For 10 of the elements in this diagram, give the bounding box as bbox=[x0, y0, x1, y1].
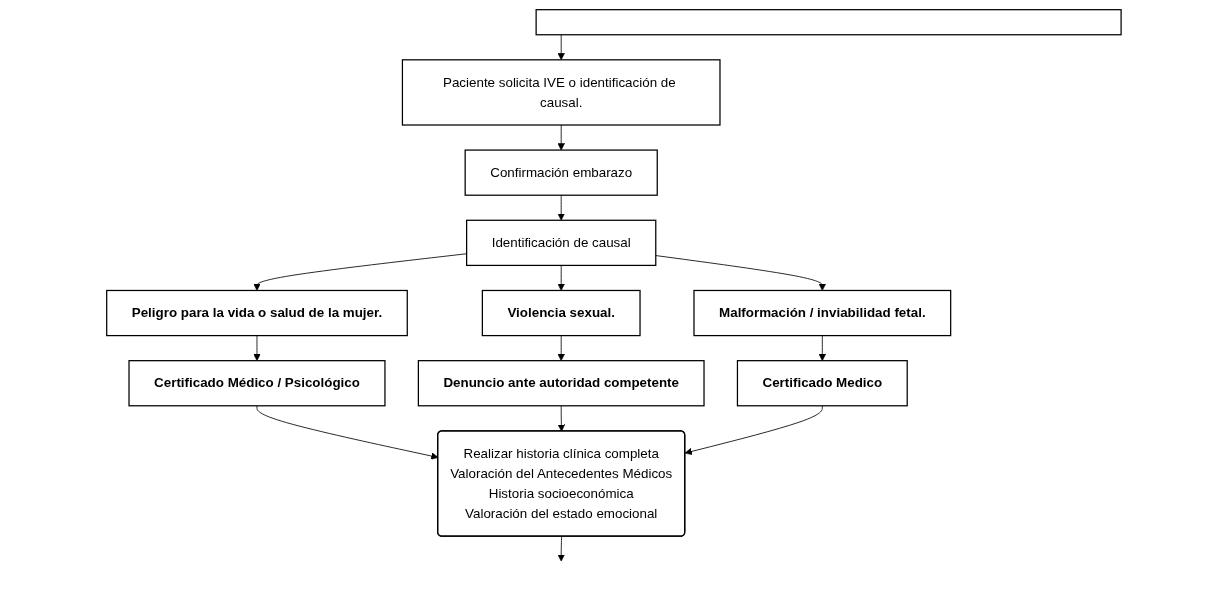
node-box: Identificación de causal bbox=[466, 219, 657, 266]
node-box: Malformación / inviabilidad fetal. bbox=[693, 289, 952, 336]
node-box: Certificado Medico bbox=[736, 359, 908, 406]
node-box: Paciente solicita IVE o identificación de causal. bbox=[401, 58, 721, 126]
node-box: Certificado Médico / Psicológico bbox=[128, 359, 386, 406]
node-box: Denuncio ante autoridad competente bbox=[417, 359, 705, 406]
node-box: Violencia sexual. bbox=[481, 289, 641, 336]
node-box: Peligro para la vida o salud de la mujer. bbox=[106, 289, 408, 336]
node-box bbox=[535, 8, 1122, 35]
node-box: Confirmación embarazo bbox=[464, 148, 658, 196]
